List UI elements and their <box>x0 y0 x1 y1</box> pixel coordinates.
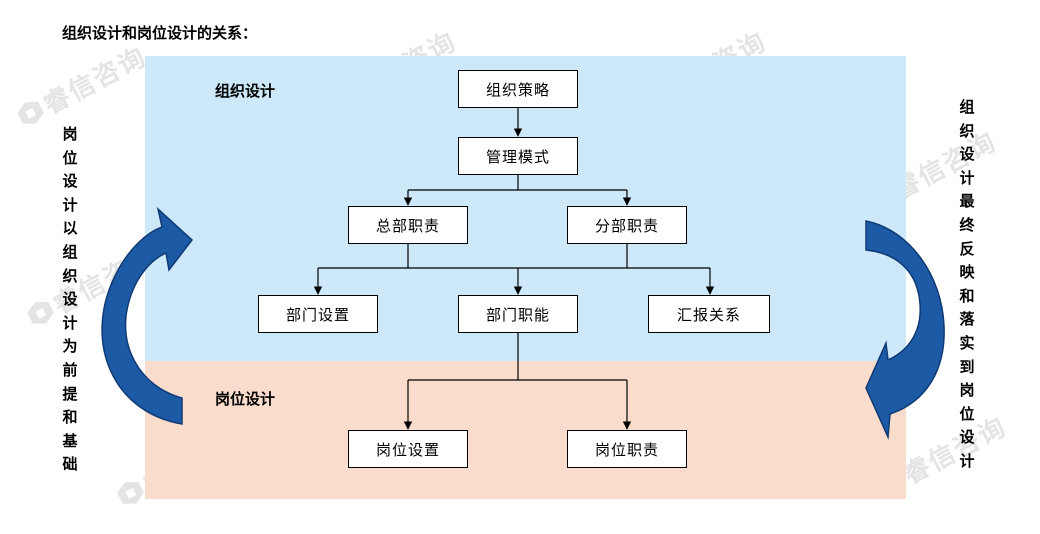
post-design-zone-label: 岗位设计 <box>215 390 276 408</box>
right-curved-arrow-icon <box>865 220 945 440</box>
node-dept-functions: 部门职能 <box>458 295 578 333</box>
right-side-note: 组织设计最终反映和落实到岗位设计 <box>959 98 975 470</box>
node-hq-duties: 总部职责 <box>348 206 468 244</box>
node-post-setup: 岗位设置 <box>348 430 468 468</box>
connector-mode-to-duties <box>408 175 627 191</box>
diagram-heading: 组织设计和岗位设计的关系： <box>62 24 258 42</box>
left-side-note: 岗位设计以组织设计为前提和基础 <box>62 125 78 474</box>
connector-duties-merge <box>318 244 710 269</box>
node-mgmt-mode: 管理模式 <box>458 137 578 175</box>
node-reporting: 汇报关系 <box>648 295 770 333</box>
node-branch-duties: 分部职责 <box>567 206 687 244</box>
node-org-strategy: 组织策略 <box>458 70 578 108</box>
node-post-duties: 岗位职责 <box>567 430 687 468</box>
org-design-zone-label: 组织设计 <box>215 82 276 100</box>
left-curved-arrow-icon <box>101 206 194 425</box>
post-design-zone <box>145 361 906 499</box>
node-dept-setup: 部门设置 <box>258 295 378 333</box>
connector-functions-to-posts <box>408 333 627 381</box>
